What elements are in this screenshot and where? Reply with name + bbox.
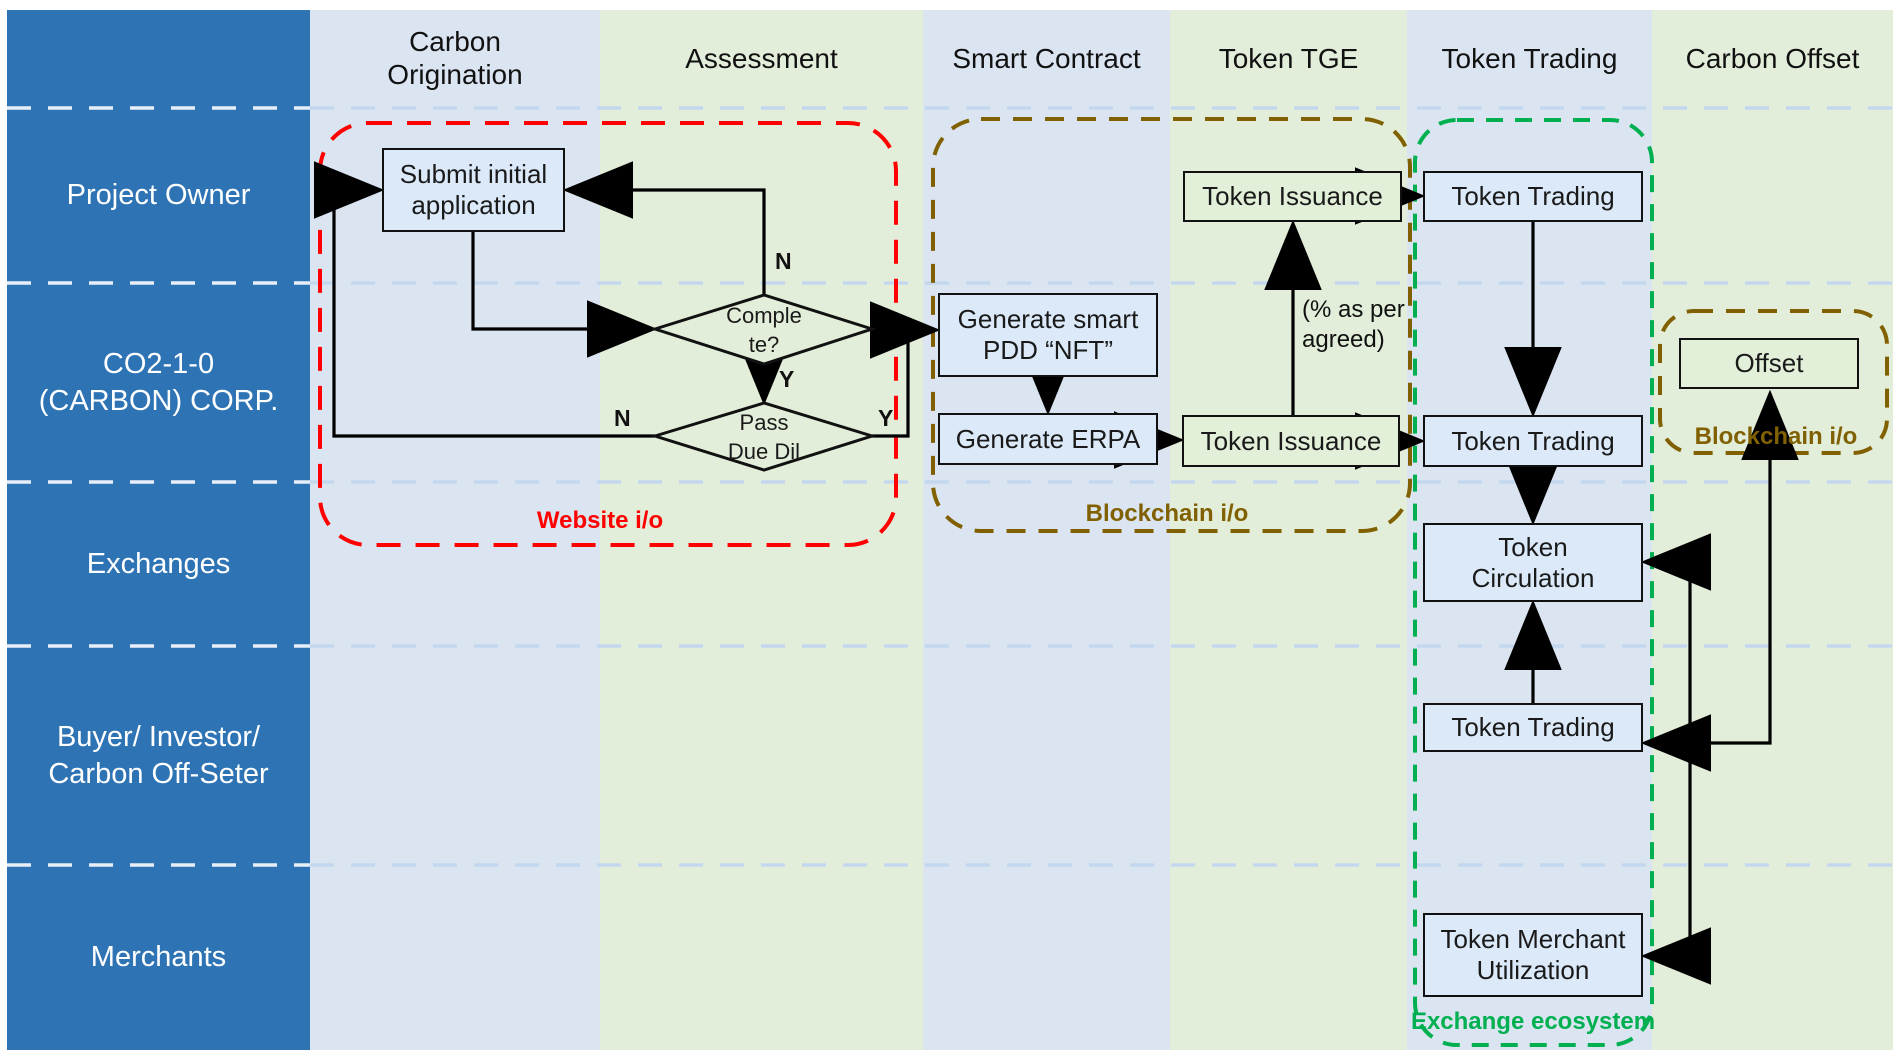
lane-label-exchanges: Exchanges <box>86 547 231 580</box>
edge-submit-to-complete <box>471 232 658 358</box>
node-complete-diamond <box>650 293 877 366</box>
edge-label-pass-n: N <box>614 405 631 431</box>
column-header-assessment: Assessment <box>685 42 838 74</box>
lane-label-project-owner: Project Owner <box>66 179 251 211</box>
edge-complete-n-to-submit <box>562 161 766 295</box>
lane-label-buyer-investor: Buyer/ Investor/Carbon Off-Seter <box>48 720 269 790</box>
edge-label-complete-n: N <box>775 248 792 274</box>
lane-separators <box>7 106 1893 867</box>
edge-pass-y-to-pdd <box>870 301 941 438</box>
node-token-issuance: Token Issuance <box>1182 415 1400 467</box>
group-blockchain-io-1-outline <box>931 117 1412 533</box>
node-token-issuance-top: Token Issuance <box>1183 171 1402 222</box>
column-header-smart-contract: Smart Contract <box>952 42 1141 74</box>
group-label-blockchain-io-1: Blockchain i/o <box>1085 500 1249 527</box>
node-token-trading-1: Token Trading <box>1423 171 1643 222</box>
group-label-website-io: Website i/o <box>536 507 664 534</box>
node-offset: Offset <box>1679 338 1859 389</box>
column-header-token-tge: Token TGE <box>1218 42 1359 74</box>
lane-label-merchants: Merchants <box>90 941 227 973</box>
column-header-carbon-offset: Carbon Offset <box>1685 42 1860 74</box>
annotation-pct-as-per-agreed: (% as per agreed) <box>1302 296 1405 353</box>
band-assessment <box>600 10 923 1050</box>
node-token-trading-3: Token Trading <box>1423 703 1643 752</box>
edge-circulation-merchant <box>1640 533 1711 985</box>
column-header-token-trading: Token Trading <box>1441 42 1618 74</box>
group-label-exchange-ecosystem: Exchange ecosystem <box>1410 1008 1656 1035</box>
group-label-blockchain-io-2: Blockchain i/o <box>1694 423 1858 450</box>
column-header-carbon-origination: Carbon Origination <box>387 26 523 90</box>
edge-label-complete-y: Y <box>779 366 795 392</box>
edge-pass-n-loop-to-submit <box>314 161 655 438</box>
node-token-trading-2: Token Trading <box>1423 415 1643 467</box>
node-pass-due-dil-diamond <box>649 401 878 472</box>
lane-header-column <box>7 10 310 1050</box>
lane-label-co2-corp: CO2-1-0(CARBON) CORP. <box>38 347 279 417</box>
edge-label-pass-y: Y <box>878 405 894 431</box>
node-generate-erpa: Generate ERPA <box>938 413 1158 465</box>
